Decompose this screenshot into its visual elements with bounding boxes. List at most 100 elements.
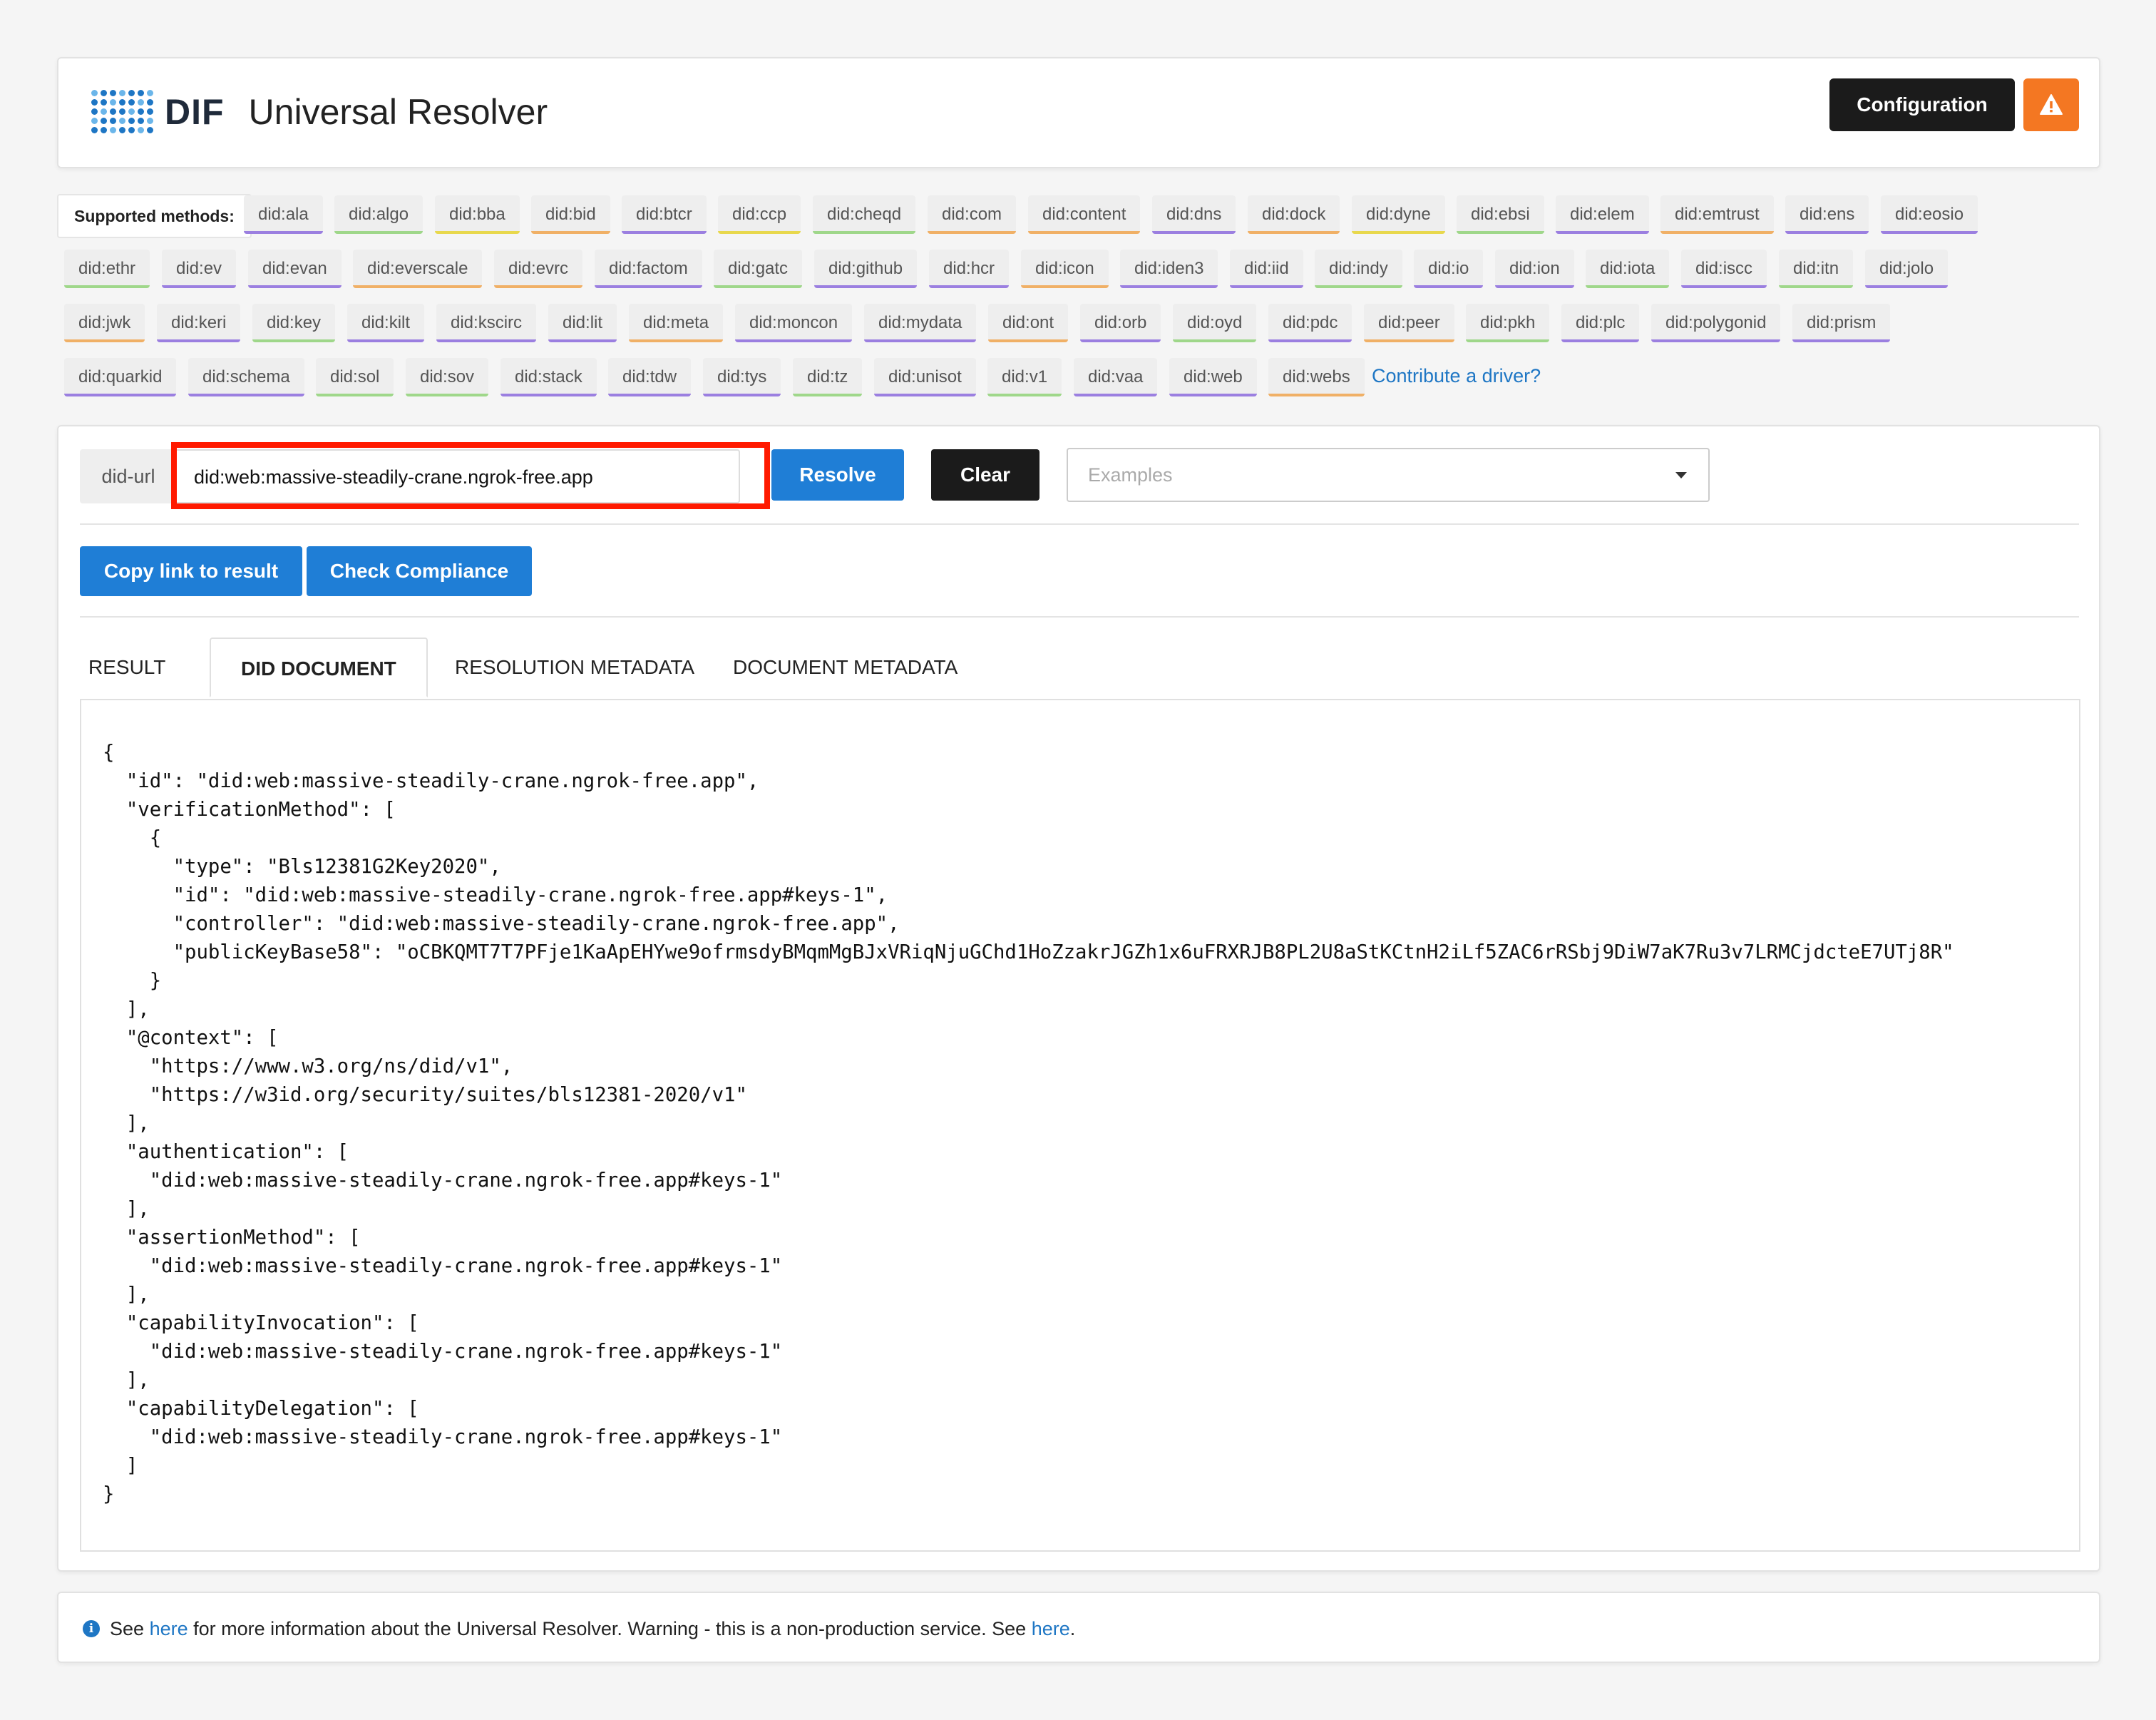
method-chip[interactable]: did:algo xyxy=(334,195,423,234)
method-chip[interactable]: did:github xyxy=(814,250,918,288)
method-chip[interactable]: did:orb xyxy=(1080,304,1161,342)
supported-methods-label: Supported methods: xyxy=(57,194,252,238)
warning-button[interactable] xyxy=(2023,78,2079,131)
method-chip[interactable]: did:webs xyxy=(1268,358,1365,396)
did-document-panel: { "id": "did:web:massive-steadily-crane.… xyxy=(80,699,2080,1552)
method-chip[interactable]: did:dyne xyxy=(1352,195,1445,234)
contribute-driver-link[interactable]: Contribute a driver? xyxy=(1372,365,1541,387)
method-chip[interactable]: did:schema xyxy=(188,358,304,396)
method-chip[interactable]: did:cheqd xyxy=(813,195,916,234)
tab-did-document[interactable]: DID DOCUMENT xyxy=(210,638,428,697)
method-chip[interactable]: did:moncon xyxy=(735,304,853,342)
method-chip[interactable]: did:oyd xyxy=(1173,304,1257,342)
divider xyxy=(80,616,2079,618)
method-chip[interactable]: did:pkh xyxy=(1466,304,1550,342)
clear-button[interactable]: Clear xyxy=(931,449,1040,501)
did-url-input[interactable] xyxy=(192,454,709,501)
method-chip[interactable]: did:polygonid xyxy=(1651,304,1781,342)
method-chip[interactable]: did:ethr xyxy=(64,250,150,288)
examples-select[interactable]: Examples xyxy=(1067,448,1710,502)
method-chip[interactable]: did:kilt xyxy=(347,304,425,342)
method-chip[interactable]: did:ev xyxy=(162,250,237,288)
method-chip[interactable]: did:ebsi xyxy=(1457,195,1544,234)
method-chip[interactable]: did:ala xyxy=(244,195,323,234)
method-chip[interactable]: did:dns xyxy=(1152,195,1236,234)
method-chip[interactable]: did:elem xyxy=(1556,195,1649,234)
footer-text-see: See xyxy=(110,1618,145,1639)
method-chip[interactable]: did:jolo xyxy=(1865,250,1949,288)
method-chip[interactable]: did:ont xyxy=(988,304,1069,342)
method-chip[interactable]: did:bid xyxy=(531,195,610,234)
method-chip[interactable]: did:dock xyxy=(1248,195,1340,234)
resolve-button[interactable]: Resolve xyxy=(771,449,904,501)
method-chip[interactable]: did:kscirc xyxy=(436,304,537,342)
header-card: DIF Universal Resolver Configuration xyxy=(57,57,2100,168)
method-chip[interactable]: did:mydata xyxy=(864,304,977,342)
footer-card: i See here for more information about th… xyxy=(57,1592,2100,1663)
method-chip[interactable]: did:ion xyxy=(1495,250,1574,288)
resolver-card: did-url Resolve Clear Examples Copy link… xyxy=(57,425,2100,1572)
tab-document-metadata[interactable]: DOCUMENT METADATA xyxy=(733,656,958,678)
method-chip[interactable]: did:evrc xyxy=(494,250,583,288)
method-chip[interactable]: did:peer xyxy=(1364,304,1454,342)
method-chip[interactable]: did:key xyxy=(252,304,336,342)
tab-resolution-metadata[interactable]: RESOLUTION METADATA xyxy=(455,656,695,678)
method-chip[interactable]: did:unisot xyxy=(874,358,976,396)
method-chip[interactable]: did:iscc xyxy=(1681,250,1767,288)
method-chip[interactable]: did:indy xyxy=(1315,250,1402,288)
method-chip[interactable]: did:plc xyxy=(1561,304,1640,342)
method-chip[interactable]: did:jwk xyxy=(64,304,145,342)
method-chip[interactable]: did:web xyxy=(1169,358,1257,396)
logo-text: DIF xyxy=(165,91,225,132)
method-chip[interactable]: did:tz xyxy=(793,358,863,396)
method-chip[interactable]: did:bba xyxy=(435,195,520,234)
footer-text-middle: for more information about the Universal… xyxy=(193,1618,1027,1639)
method-chip[interactable]: did:iden3 xyxy=(1120,250,1218,288)
footer-here-link-warning[interactable]: here xyxy=(1031,1618,1070,1639)
info-icon: i xyxy=(83,1620,100,1637)
check-compliance-button[interactable]: Check Compliance xyxy=(307,546,532,596)
method-chip[interactable]: did:io xyxy=(1414,250,1484,288)
method-chip[interactable]: did:meta xyxy=(629,304,724,342)
method-chip[interactable]: did:evan xyxy=(248,250,342,288)
copy-link-button[interactable]: Copy link to result xyxy=(80,546,302,596)
method-chip[interactable]: did:itn xyxy=(1779,250,1854,288)
method-chip[interactable]: did:prism xyxy=(1792,304,1891,342)
method-chip[interactable]: did:v1 xyxy=(987,358,1062,396)
dif-logo[interactable]: DIF Universal Resolver xyxy=(91,90,548,133)
configuration-button[interactable]: Configuration xyxy=(1829,78,2015,131)
method-chip[interactable]: did:eosio xyxy=(1881,195,1978,234)
method-chip[interactable]: did:content xyxy=(1028,195,1141,234)
tab-result[interactable]: RESULT xyxy=(88,656,166,678)
method-chip[interactable]: did:keri xyxy=(157,304,241,342)
method-chip[interactable]: did:icon xyxy=(1021,250,1109,288)
divider xyxy=(80,523,2079,525)
footer-notice: i See here for more information about th… xyxy=(83,1593,1075,1664)
method-chip[interactable]: did:stack xyxy=(500,358,597,396)
method-chip[interactable]: did:sov xyxy=(406,358,489,396)
method-chip[interactable]: did:sol xyxy=(316,358,394,396)
method-chip[interactable]: did:com xyxy=(928,195,1017,234)
method-chip[interactable]: did:tys xyxy=(703,358,781,396)
examples-placeholder: Examples xyxy=(1088,464,1173,486)
method-chip[interactable]: did:ens xyxy=(1785,195,1869,234)
method-chip[interactable]: did:pdc xyxy=(1268,304,1352,342)
method-chip[interactable]: did:gatc xyxy=(714,250,803,288)
dif-logo-icon xyxy=(91,90,153,133)
method-chip[interactable]: did:hcr xyxy=(929,250,1010,288)
did-document-json: { "id": "did:web:massive-steadily-crane.… xyxy=(103,742,1954,1505)
method-chip[interactable]: did:ccp xyxy=(718,195,801,234)
method-chip[interactable]: did:quarkid xyxy=(64,358,177,396)
did-url-label: did-url xyxy=(80,449,177,503)
method-chip[interactable]: did:btcr xyxy=(622,195,707,234)
method-chip[interactable]: did:tdw xyxy=(608,358,692,396)
footer-text-end: . xyxy=(1069,1618,1076,1639)
method-chip[interactable]: did:emtrust xyxy=(1660,195,1774,234)
method-chip[interactable]: did:lit xyxy=(548,304,617,342)
method-chip[interactable]: did:factom xyxy=(595,250,702,288)
method-chip[interactable]: did:iid xyxy=(1230,250,1303,288)
method-chip[interactable]: did:vaa xyxy=(1074,358,1158,396)
method-chip[interactable]: did:everscale xyxy=(353,250,483,288)
method-chip[interactable]: did:iota xyxy=(1586,250,1670,288)
footer-here-link-info[interactable]: here xyxy=(149,1618,188,1639)
